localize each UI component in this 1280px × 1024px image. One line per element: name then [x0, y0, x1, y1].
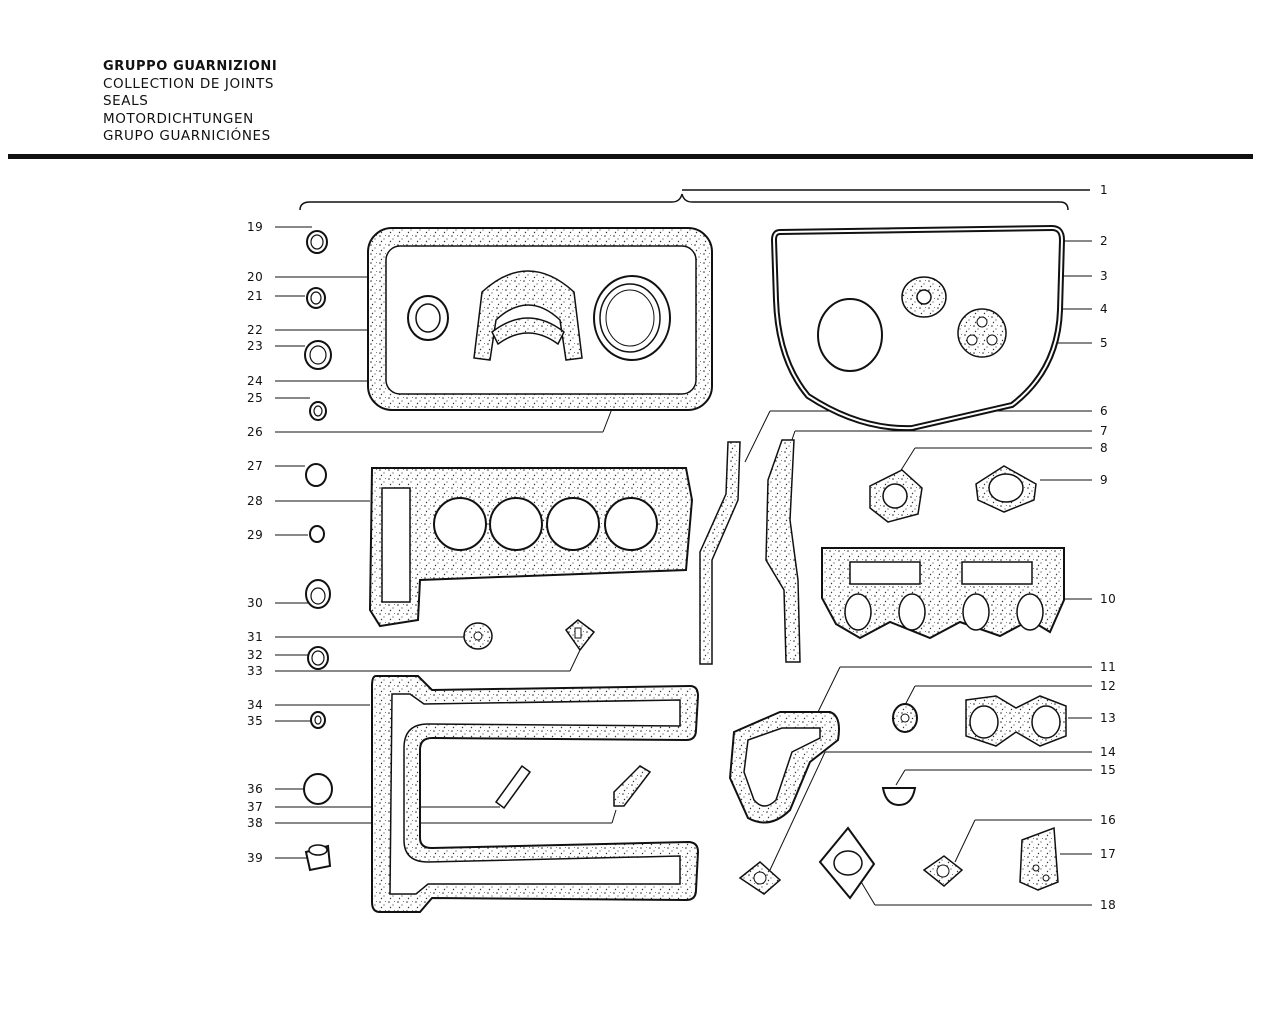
ring-29 — [309, 525, 325, 543]
title-line-french: COLLECTION DE JOINTS — [103, 75, 275, 92]
callout-39: 39 — [247, 851, 263, 865]
callout-36: 36 — [247, 782, 263, 796]
callout-35: 35 — [247, 714, 263, 728]
ring-19 — [306, 230, 328, 254]
callout-16: 16 — [1100, 813, 1116, 827]
side-gasket-left — [699, 441, 741, 665]
callout-labels: 1 2 3 4 5 6 7 8 9 10 11 12 13 14 15 16 1… — [247, 183, 1116, 912]
flange-gasket — [957, 308, 1007, 358]
callout-3: 3 — [1100, 269, 1108, 283]
washer-31 — [463, 622, 493, 650]
callout-15: 15 — [1100, 763, 1116, 777]
callout-13: 13 — [1100, 711, 1116, 725]
callout-30: 30 — [247, 596, 263, 610]
manifold-gasket — [821, 547, 1065, 640]
cover-plate-gasket — [1019, 826, 1059, 891]
ring-30 — [305, 579, 331, 609]
small-lip-seal — [407, 295, 449, 341]
title-block: GRUPPO GUARNIZIONI COLLECTION DE JOINTS … — [103, 58, 277, 146]
callout-19: 19 — [247, 220, 263, 234]
callout-38: 38 — [247, 816, 263, 830]
callout-7: 7 — [1100, 424, 1108, 438]
o-ring — [817, 298, 883, 372]
callout-9: 9 — [1100, 473, 1108, 487]
ring-23 — [304, 340, 332, 370]
callout-34: 34 — [247, 698, 263, 712]
small-gasket-33 — [564, 619, 596, 652]
ring-27 — [305, 463, 327, 487]
callout-4: 4 — [1100, 302, 1108, 316]
callout-26: 26 — [247, 425, 263, 439]
callout-17: 17 — [1100, 847, 1116, 861]
callout-23: 23 — [247, 339, 263, 353]
thermostat-gasket — [869, 469, 923, 523]
title-line-spanish: GRUPO GUARNICIÓNES — [103, 128, 271, 144]
cork-washer — [901, 276, 947, 318]
crankshaft-seal — [593, 275, 671, 361]
callout-8: 8 — [1100, 441, 1108, 455]
fuel-pump-gasket — [922, 855, 964, 887]
exhaust-flange-gasket — [818, 826, 876, 900]
ring-32 — [307, 646, 329, 670]
callout-25: 25 — [247, 391, 263, 405]
dowel-pin — [494, 764, 532, 810]
callout-37: 37 — [247, 800, 263, 814]
callout-10: 10 — [1100, 592, 1116, 606]
callout-24: 24 — [247, 374, 263, 388]
ring-36 — [303, 773, 333, 805]
callout-11: 11 — [1100, 660, 1116, 674]
outlet-gasket — [975, 465, 1037, 513]
strip-seal — [613, 765, 652, 807]
small-flange-gasket — [738, 861, 782, 895]
rear-main-bearing-gasket — [473, 270, 583, 361]
group-bracket — [299, 189, 1090, 211]
callout-22: 22 — [247, 323, 263, 337]
callout-28: 28 — [247, 494, 263, 508]
callout-1: 1 — [1100, 183, 1108, 197]
callout-32: 32 — [247, 648, 263, 662]
cylinder-head-gasket — [368, 467, 694, 628]
side-gasket-right — [765, 439, 801, 663]
header-rule — [8, 154, 1253, 159]
callout-2: 2 — [1100, 234, 1108, 248]
callout-29: 29 — [247, 528, 263, 542]
water-pump-gasket — [728, 711, 840, 824]
callout-12: 12 — [1100, 679, 1116, 693]
callout-27: 27 — [247, 459, 263, 473]
valve-stem-seal-39 — [304, 844, 332, 872]
callout-5: 5 — [1100, 336, 1108, 350]
title-line-english: SEALS — [103, 93, 149, 109]
callout-18: 18 — [1100, 898, 1116, 912]
left-rings — [303, 230, 333, 872]
ring-35 — [310, 711, 326, 729]
callout-6: 6 — [1100, 404, 1108, 418]
carburetor-gasket — [965, 695, 1067, 747]
ring-21 — [306, 287, 326, 309]
callout-20: 20 — [247, 270, 263, 284]
grommet — [892, 703, 918, 733]
callout-21: 21 — [247, 289, 263, 303]
callout-14: 14 — [1100, 745, 1116, 759]
callout-31: 31 — [247, 630, 263, 644]
title-line-german: MOTORDICHTUNGEN — [103, 110, 254, 127]
title-line-italian: GRUPPO GUARNIZIONI — [103, 59, 278, 74]
callout-33: 33 — [247, 664, 263, 678]
ring-25 — [309, 401, 327, 421]
half-moon-seal — [881, 787, 917, 807]
rocker-cover-gasket — [371, 675, 700, 913]
timing-cover-gasket — [770, 224, 1066, 432]
